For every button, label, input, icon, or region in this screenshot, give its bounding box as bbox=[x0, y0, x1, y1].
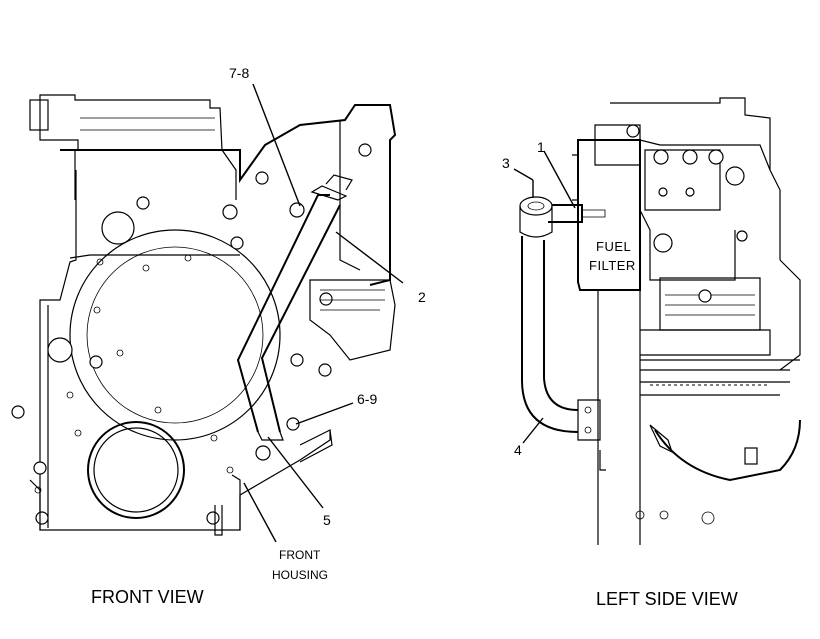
fuel-filter-label-line1: FUEL bbox=[596, 239, 631, 254]
leader-5 bbox=[267, 436, 324, 509]
front-housing-label-line2: HOUSING bbox=[272, 568, 328, 582]
callout-6-9: 6-9 bbox=[357, 391, 377, 407]
front-view-title: FRONT VIEW bbox=[91, 587, 204, 607]
front-housing-label-line1: FRONT bbox=[279, 548, 321, 562]
fuel-filter-label-line2: FILTER bbox=[589, 258, 636, 273]
leader-7-8 bbox=[252, 83, 301, 207]
leader-2 bbox=[335, 231, 404, 284]
callout-4: 4 bbox=[514, 442, 522, 458]
front-view-drawing bbox=[11, 94, 397, 536]
side-view-leaders bbox=[513, 150, 576, 444]
left-side-view-title: LEFT SIDE VIEW bbox=[596, 589, 738, 609]
cover-bolt-dots bbox=[34, 254, 234, 494]
leader-3 bbox=[513, 168, 534, 181]
side-view-drawing bbox=[519, 97, 801, 545]
callout-3: 3 bbox=[502, 155, 510, 171]
callout-2: 2 bbox=[418, 289, 426, 305]
front-view-leaders bbox=[243, 83, 404, 543]
leader-1 bbox=[543, 150, 576, 209]
leader-4 bbox=[522, 417, 544, 444]
callout-5: 5 bbox=[323, 512, 331, 528]
leader-front-housing bbox=[243, 482, 277, 543]
callout-1: 1 bbox=[537, 139, 545, 155]
callout-7-8: 7-8 bbox=[229, 65, 249, 81]
leader-6-9 bbox=[295, 402, 354, 425]
